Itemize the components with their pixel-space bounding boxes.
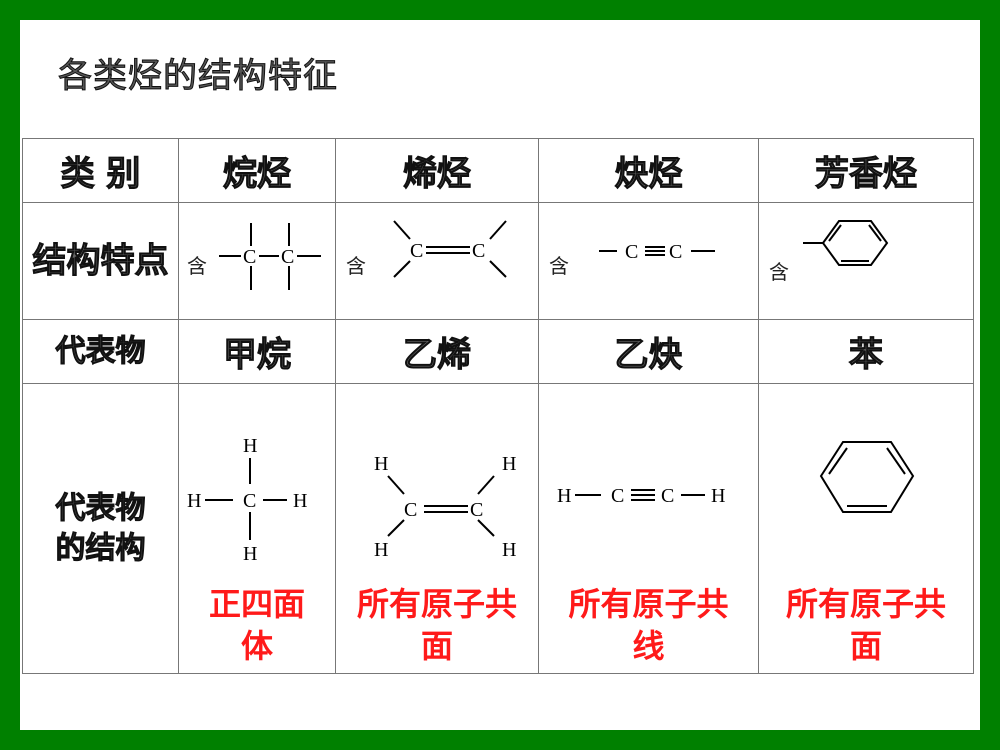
svg-text:H: H (711, 485, 725, 507)
svg-text:C: C (404, 499, 417, 521)
cell-category: 烷烃 (178, 138, 336, 203)
svg-text:C: C (410, 240, 423, 262)
cell-feature-aromatic: 含 (758, 202, 974, 320)
cell-structure-ethylene: H H C C H H 所有原子共面 (335, 383, 539, 674)
cell-feature-alkene: 含 C C (335, 202, 539, 320)
ethylene-structure: H H C C H H (374, 453, 516, 561)
svg-text:H: H (502, 453, 516, 475)
hydrocarbon-table: 类 别 烷烃 烯烃 炔烃 芳香烃 结构特点 含 C C 含 C C (22, 138, 974, 674)
svg-text:C: C (661, 485, 674, 507)
double-bond-structure: 含 C C (346, 220, 507, 278)
benzene-structure (819, 441, 915, 513)
table-row: 类 别 烷烃 烯烃 炔烃 芳香烃 (22, 138, 974, 203)
cell-category: 烯烃 (335, 138, 539, 203)
svg-text:C: C (281, 246, 294, 268)
row-header-feature: 结构特点 (22, 202, 179, 320)
cell-feature-alkyne: 含 C C (538, 202, 759, 320)
svg-text:含: 含 (187, 254, 207, 278)
acetylene-structure: H C C H (557, 485, 725, 507)
cell-structure-methane: H H C H H 正四面体 (178, 383, 336, 674)
table-row: 代表物 甲烷 乙烯 乙炔 苯 (22, 319, 974, 384)
cell-structure-benzene: 所有原子共面 (758, 383, 974, 674)
geometry-label: 正四面体 (209, 585, 306, 665)
svg-text:含: 含 (549, 254, 569, 278)
svg-text:C: C (669, 241, 682, 263)
svg-text:H: H (243, 543, 257, 565)
row-header-structure: 代表物的结构 (22, 383, 179, 674)
cell-representative: 苯 (758, 319, 974, 384)
phenyl-structure: 含 (769, 220, 889, 284)
svg-text:含: 含 (769, 260, 789, 284)
svg-text:C: C (243, 246, 256, 268)
row-header-representative: 代表物 (22, 319, 179, 384)
cell-category: 芳香烃 (758, 138, 974, 203)
row-header-category: 类 别 (22, 138, 179, 203)
svg-text:含: 含 (346, 254, 366, 278)
table-row: 结构特点 含 C C 含 C C 含 C (22, 202, 974, 320)
cell-category: 炔烃 (538, 138, 759, 203)
cell-representative: 乙烯 (335, 319, 539, 384)
triple-bond-structure: 含 C C (549, 241, 715, 278)
svg-text:C: C (625, 241, 638, 263)
svg-text:H: H (374, 453, 388, 475)
methane-structure: H H C H H (187, 435, 307, 565)
cell-representative: 甲烷 (178, 319, 336, 384)
geometry-label: 所有原子共面 (356, 585, 517, 665)
table-row: 代表物的结构 H H C H H 正四面体 H H C C (22, 383, 974, 674)
cell-representative: 乙炔 (538, 319, 759, 384)
svg-text:C: C (472, 240, 485, 262)
svg-text:H: H (502, 539, 516, 561)
svg-text:C: C (470, 499, 483, 521)
geometry-label: 所有原子共线 (568, 585, 729, 665)
svg-text:C: C (243, 490, 256, 512)
cell-structure-acetylene: H C C H 所有原子共线 (538, 383, 759, 674)
page-title: 各类烃的结构特征 (58, 56, 338, 97)
svg-text:H: H (374, 539, 388, 561)
svg-text:H: H (293, 490, 307, 512)
geometry-label: 所有原子共面 (785, 585, 946, 665)
svg-text:H: H (243, 435, 257, 457)
svg-text:C: C (611, 485, 624, 507)
svg-text:H: H (187, 490, 201, 512)
svg-text:H: H (557, 485, 571, 507)
